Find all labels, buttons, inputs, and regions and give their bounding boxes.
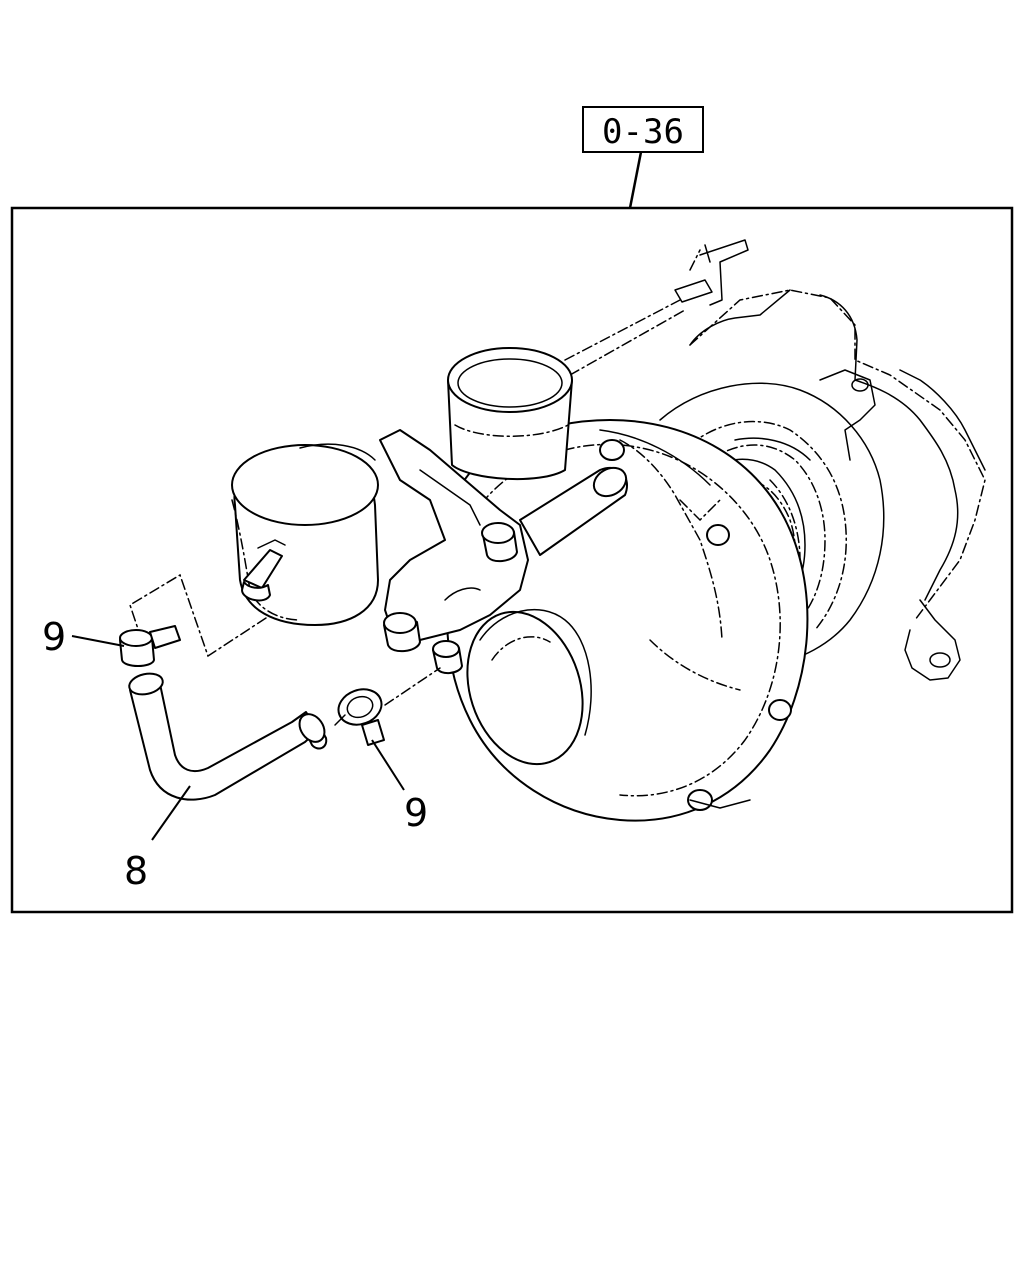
reference-box[interactable]: 0-36 bbox=[582, 106, 704, 153]
connector-left bbox=[129, 573, 267, 658]
diagram-frame bbox=[10, 206, 1014, 914]
callout-number-left-9[interactable]: 9 bbox=[42, 615, 66, 659]
callout-number-right-9[interactable]: 9 bbox=[404, 791, 428, 835]
reference-leader bbox=[628, 151, 643, 209]
callout-leader-left-9 bbox=[71, 635, 125, 647]
callout-leader-8 bbox=[151, 785, 191, 841]
callout-leader-right-9 bbox=[371, 739, 405, 791]
callout-number-8[interactable]: 8 bbox=[124, 849, 148, 893]
hose-clamp-drawing-icon[interactable] bbox=[119, 625, 181, 667]
turbocharger-drawing-icon bbox=[231, 239, 986, 822]
bent-pipe-drawing-icon[interactable] bbox=[127, 671, 329, 801]
reference-label: 0-36 bbox=[602, 112, 684, 152]
connector-right bbox=[384, 667, 441, 706]
hose-clamp-drawing-icon[interactable] bbox=[334, 684, 387, 746]
